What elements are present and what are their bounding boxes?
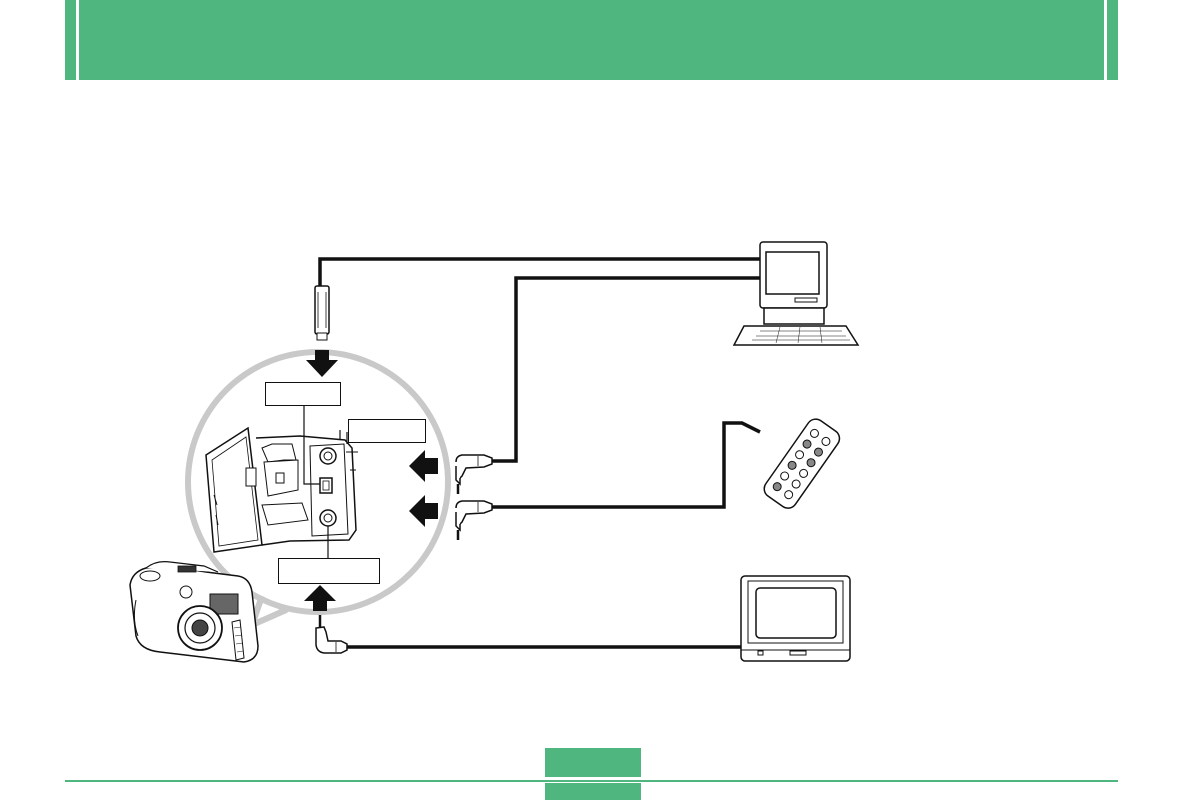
- arrow-up-icon: [304, 585, 336, 611]
- label-box-digital-port: [348, 419, 426, 443]
- remote-controller-icon: [763, 418, 841, 509]
- usb-plug: [314, 285, 330, 341]
- leader-usb: [303, 406, 320, 485]
- leader-digital: [339, 430, 348, 444]
- label-box-usb-port: [265, 382, 341, 406]
- camera-terminal-detail: [205, 426, 358, 553]
- header-stripe-right: [1104, 0, 1107, 80]
- digital-camera-icon: [129, 561, 259, 663]
- header-band: [65, 0, 1118, 80]
- header-stripe-left: [76, 0, 79, 80]
- computer-icon: [732, 241, 860, 346]
- arrow-down-icon: [306, 350, 338, 377]
- page-number-tab: [545, 748, 641, 800]
- remote-cable: [492, 421, 761, 509]
- usb-cable: [318, 257, 760, 290]
- computer-screen: [765, 251, 820, 295]
- footer-rule: [65, 780, 1118, 782]
- arrow-left-icon: [409, 450, 438, 482]
- arrow-left-icon: [409, 495, 438, 527]
- mini-plug-video: [315, 615, 348, 654]
- mini-plug-pc: [455, 454, 493, 494]
- mini-plug-remote: [455, 500, 493, 540]
- label-box-video-port: [278, 558, 380, 584]
- computer-keyboard: [732, 325, 860, 346]
- television-screen: [755, 587, 837, 639]
- pc-cable: [492, 276, 760, 463]
- television-icon: [740, 575, 851, 662]
